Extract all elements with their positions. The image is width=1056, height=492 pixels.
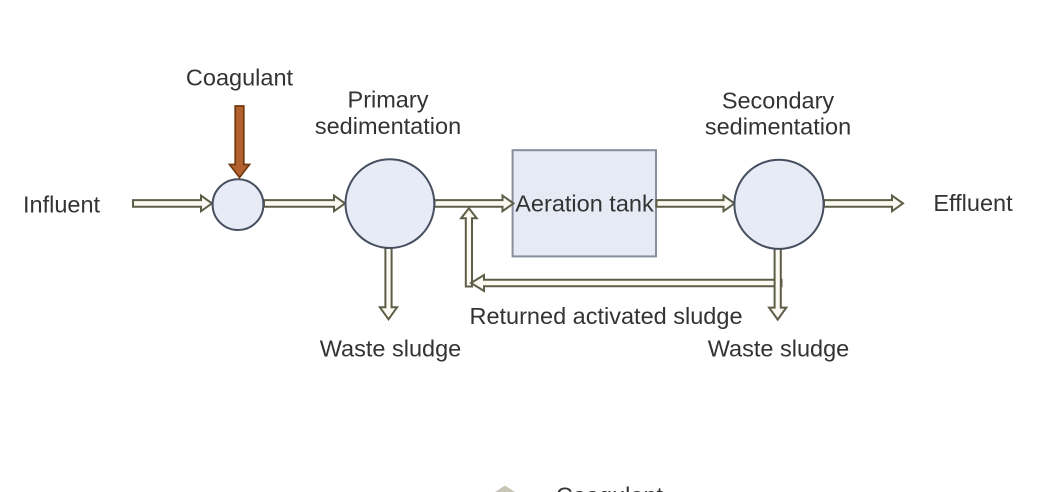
svg-text:sedimentation: sedimentation — [705, 114, 851, 140]
svg-text:Returned activated sludge: Returned activated sludge — [469, 303, 742, 329]
svg-text:Influent: Influent — [23, 192, 101, 218]
svg-text:Secondary: Secondary — [722, 88, 835, 114]
svg-text:sedimentation: sedimentation — [315, 113, 461, 139]
svg-text:Aeration tank: Aeration tank — [515, 191, 654, 217]
svg-text:Waste sludge: Waste sludge — [320, 336, 462, 362]
svg-text:Effluent: Effluent — [933, 190, 1013, 216]
svg-text:Waste sludge: Waste sludge — [708, 336, 850, 362]
svg-text:Coagulant: Coagulant — [556, 483, 664, 492]
svg-text:Coagulant: Coagulant — [186, 65, 294, 91]
svg-text:Primary: Primary — [348, 87, 429, 113]
